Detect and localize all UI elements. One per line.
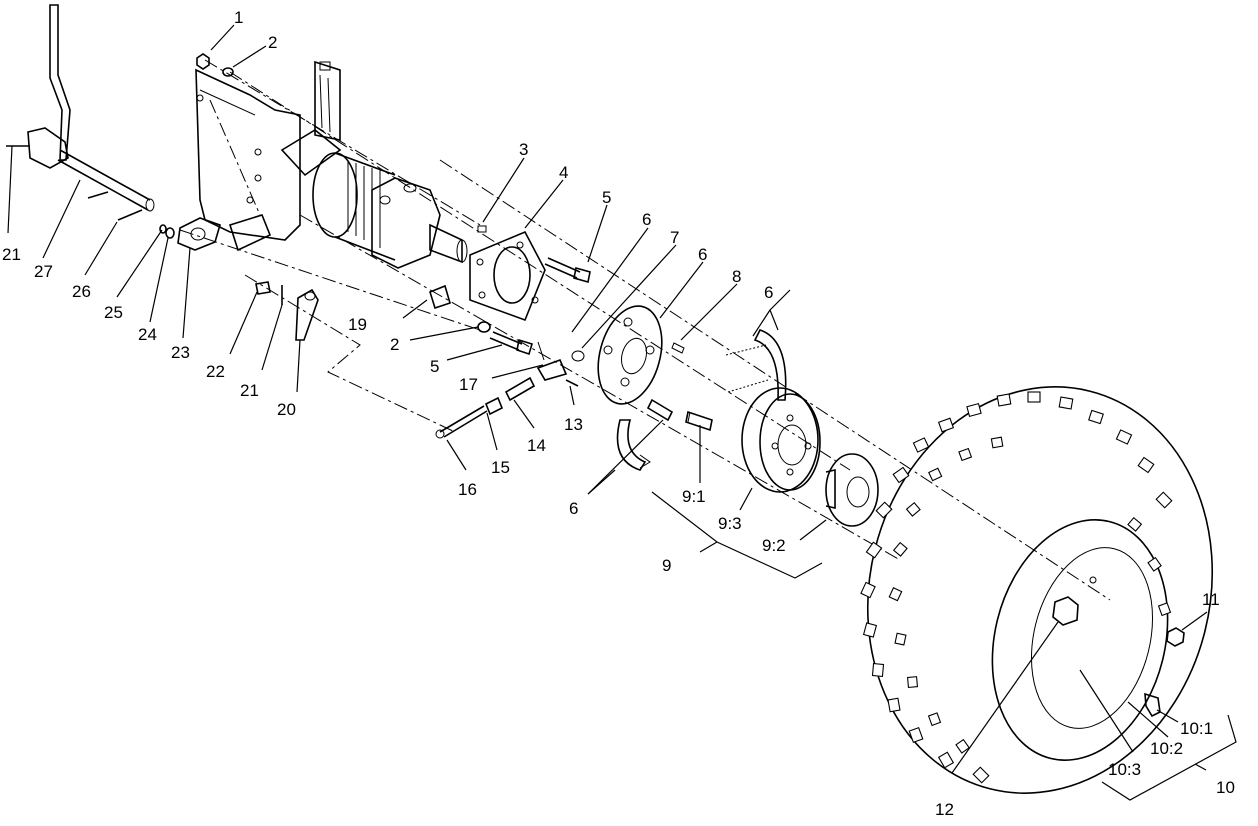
mounting-flange — [469, 230, 546, 322]
hardware-bolts — [6, 53, 685, 387]
callout-2-top: 2 — [268, 33, 277, 52]
callout-19: 19 — [348, 315, 367, 334]
callout-6-backing: 6 — [642, 210, 651, 229]
callout-10: 10 — [1216, 778, 1235, 797]
upper-bracket — [314, 60, 341, 141]
callout-9-3: 9:3 — [718, 514, 742, 533]
callout-10-3: 10:3 — [1108, 760, 1141, 779]
brake-arm — [295, 288, 319, 341]
callout-8: 8 — [732, 267, 741, 286]
callout-17: 17 — [459, 375, 478, 394]
callout-7: 7 — [670, 228, 679, 247]
callout-labels: 1 2 3 4 5 6 7 6 8 6 19 2 5 17 13 14 15 1… — [2, 8, 1235, 819]
callout-21-lower: 21 — [240, 381, 259, 400]
callout-5-upper: 5 — [602, 188, 611, 207]
callout-5-lower: 5 — [430, 357, 439, 376]
callout-25: 25 — [104, 303, 123, 322]
callout-12: 12 — [935, 800, 954, 819]
callout-10-1: 10:1 — [1180, 719, 1213, 738]
callout-2-lower: 2 — [390, 335, 399, 354]
callout-3: 3 — [519, 140, 528, 159]
tire-tread — [860, 391, 1173, 784]
bearing-flange — [159, 217, 221, 251]
tire-and-wheel — [860, 386, 1214, 794]
callout-20: 20 — [277, 400, 296, 419]
brake-lever-rod — [27, 4, 155, 212]
callout-9-2: 9:2 — [762, 536, 786, 555]
callout-23: 23 — [171, 343, 190, 362]
wheel-stud — [685, 410, 713, 432]
callout-10-2: 10:2 — [1150, 739, 1183, 758]
callout-26: 26 — [72, 282, 91, 301]
callout-24: 24 — [138, 325, 157, 344]
brake-cable-linkage — [435, 341, 585, 439]
callout-22: 22 — [206, 362, 225, 381]
hydraulic-motor — [312, 152, 468, 269]
brake-shoes-springs — [616, 329, 787, 471]
brake-backing-plate — [597, 305, 663, 405]
callout-6-plate: 6 — [698, 245, 707, 264]
wheel-hub — [825, 453, 879, 527]
callout-15: 15 — [491, 458, 510, 477]
callout-1: 1 — [234, 8, 243, 27]
callout-27: 27 — [34, 262, 53, 281]
callout-16: 16 — [458, 480, 477, 499]
callout-4: 4 — [559, 163, 568, 182]
group-brackets — [651, 491, 1237, 801]
alignment-lines — [179, 59, 1111, 601]
callout-14: 14 — [527, 436, 546, 455]
callout-6-lower-shoe: 6 — [569, 499, 578, 518]
frame-mounting-plate — [195, 68, 342, 252]
callout-6-shoe: 6 — [764, 283, 773, 302]
callout-11: 11 — [1202, 590, 1220, 609]
callout-13: 13 — [564, 415, 583, 434]
leader-lines — [7, 24, 1208, 774]
callout-21-left: 21 — [2, 245, 21, 264]
callout-9-1: 9:1 — [682, 487, 706, 506]
callout-9: 9 — [662, 556, 671, 575]
brake-drum — [741, 387, 821, 493]
